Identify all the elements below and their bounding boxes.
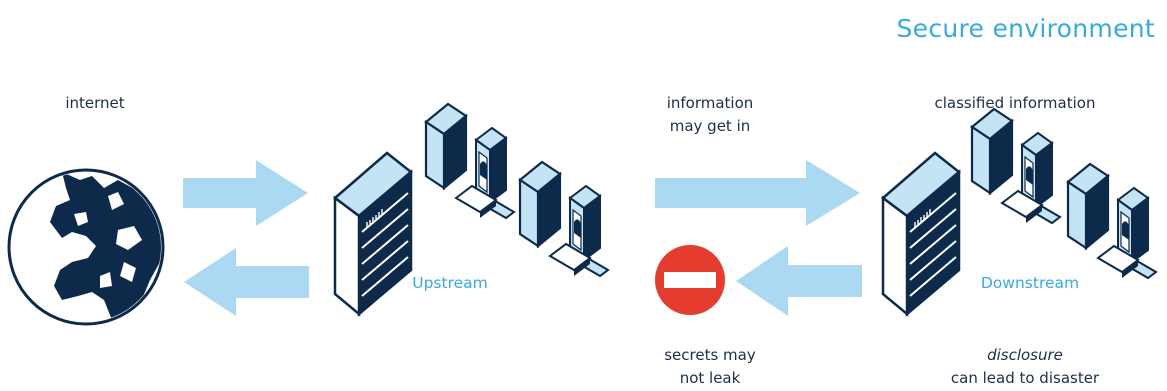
secure-environment-title: Secure environment — [896, 14, 1155, 43]
server-icon — [333, 151, 413, 316]
secrets-label: secrets may not leak — [620, 344, 800, 390]
information-in-label: information may get in — [620, 92, 800, 138]
disclosure-line-2: can lead to disaster — [950, 369, 1100, 387]
downstream-servers — [881, 107, 1158, 316]
secrets-line-2: not leak — [679, 369, 741, 387]
no-entry-icon — [655, 245, 725, 315]
information-in-line-1: information — [666, 94, 754, 112]
upstream-servers — [333, 102, 610, 316]
disclosure-label: disclosure can lead to disaster — [900, 344, 1150, 390]
downstream-label: Downstream — [980, 274, 1080, 292]
globe-icon — [7, 168, 165, 326]
secrets-line-1: secrets may — [664, 346, 756, 364]
server-icon — [881, 151, 961, 316]
arrow-left-icon — [736, 246, 862, 316]
computer-icon — [518, 160, 610, 278]
arrow-right-icon — [183, 160, 308, 226]
upstream-label: Upstream — [412, 274, 488, 292]
disclosure-line-1: disclosure — [987, 346, 1063, 364]
arrow-left-icon — [184, 248, 309, 316]
information-in-line-2: may get in — [669, 117, 751, 135]
computer-icon — [424, 102, 516, 220]
computer-icon — [970, 107, 1062, 225]
computer-icon — [1066, 162, 1158, 280]
classified-information-label: classified information — [934, 94, 1096, 112]
internet-label: internet — [65, 94, 125, 112]
arrow-right-icon — [655, 160, 860, 226]
